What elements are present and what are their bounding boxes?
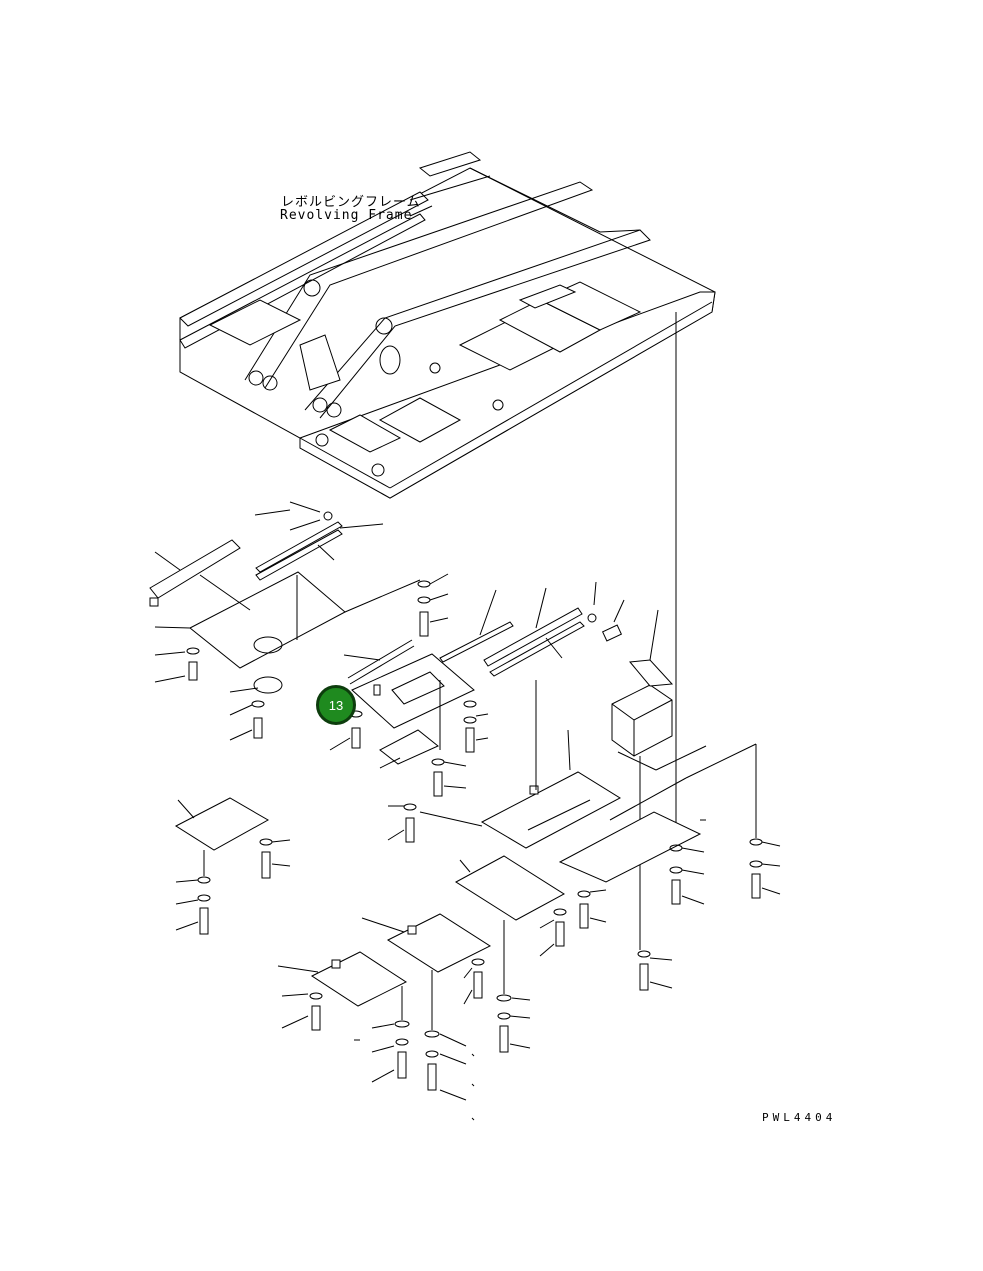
lower-center-plates — [277, 855, 607, 1121]
frame-label-english: Revolving Frame — [280, 208, 413, 223]
drawing-code: PWL4404 — [762, 1111, 837, 1124]
right-lower-plate — [558, 743, 781, 991]
left-lower-plate — [174, 797, 291, 935]
left-cover-plate-group — [149, 501, 421, 741]
tool-box — [611, 609, 707, 950]
revolving-frame — [179, 151, 716, 499]
frame-label-japanese: レボルビングフレーム — [281, 195, 421, 210]
center-cover-plate-group — [329, 639, 489, 797]
right-rail-group — [387, 581, 625, 849]
callout-13-button[interactable]: 13 — [316, 685, 356, 725]
left-bolts — [186, 573, 449, 739]
